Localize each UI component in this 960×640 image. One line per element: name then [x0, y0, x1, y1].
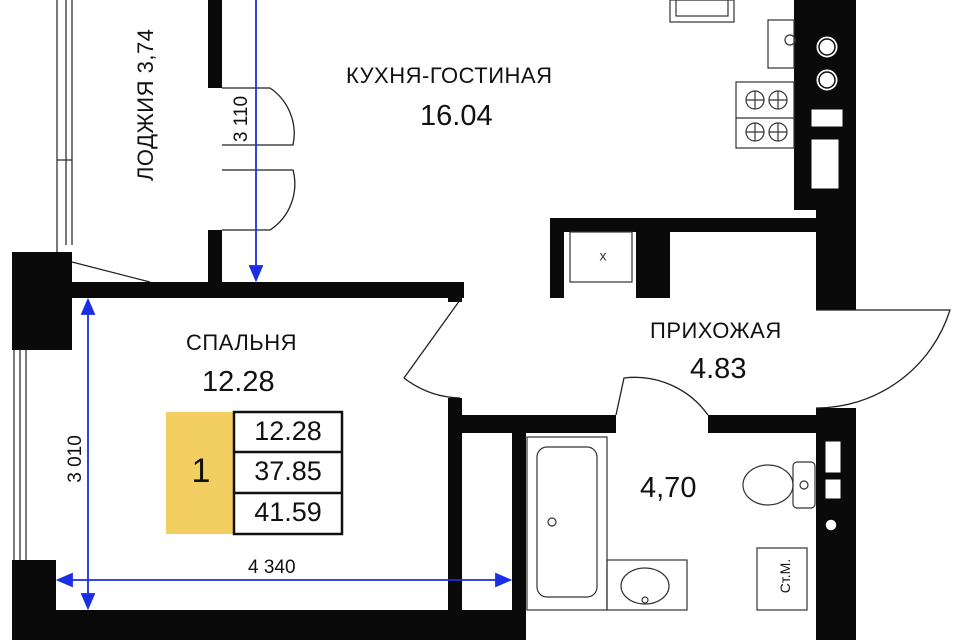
wall-left-upper	[12, 252, 72, 350]
door-bathroom	[615, 376, 709, 416]
loggia-name: ЛОДЖИЯ 3,74	[133, 28, 158, 181]
bathtub	[526, 436, 608, 611]
toilet	[742, 461, 816, 509]
washer-label: Ст.М.	[777, 558, 793, 594]
wall-bottom	[56, 610, 516, 640]
kitchen-sink	[669, 0, 735, 23]
kitchen-fixtures: x	[569, 0, 796, 283]
wall-loggia-lower	[208, 230, 222, 282]
washer-box	[756, 547, 808, 611]
wall-bedroom-top	[56, 282, 464, 298]
bedroom-name: СПАЛЬНЯ	[186, 330, 298, 355]
doors	[222, 87, 951, 416]
svg-text:x: x	[600, 248, 607, 264]
bathroom-fixtures	[526, 436, 816, 611]
wall-bath-top-right	[708, 415, 828, 433]
wall-left-lower	[12, 560, 56, 640]
summary-room-count: 1	[191, 452, 211, 490]
dim-bedroom-width: 4 340	[248, 557, 296, 578]
summary-area-with-loggia: 41.59	[254, 497, 322, 527]
door-entrance	[815, 309, 951, 409]
wall-bedroom-right-stub	[448, 282, 462, 302]
wall-corridor	[448, 415, 616, 433]
kitchen-area: 16.04	[420, 100, 493, 132]
kitchen-name: КУХНЯ-ГОСТИНАЯ	[346, 63, 553, 88]
cabinet	[767, 19, 795, 69]
wall-niche-left	[550, 218, 564, 298]
wall-bath-left	[512, 415, 526, 640]
wall-right-mid	[816, 210, 856, 310]
wall-loggia-upper	[208, 0, 222, 88]
door-bedroom	[403, 299, 461, 399]
niche-box	[569, 231, 633, 283]
walls	[12, 0, 856, 640]
bathroom-area: 4,70	[640, 472, 697, 504]
stove	[735, 81, 795, 149]
wall-bedroom-right-lower	[448, 398, 462, 640]
bedroom-area: 12.28	[202, 366, 275, 398]
summary-count-cell	[166, 412, 236, 534]
loggia-frame	[56, 0, 151, 283]
dimension-lines	[55, 0, 513, 611]
summary-total-area: 37.85	[254, 456, 322, 486]
dim-loggia-width: 3 110	[231, 95, 252, 143]
bedroom-window	[13, 350, 27, 560]
wall-hall-top	[656, 218, 816, 232]
summary-table	[166, 410, 344, 536]
door-loggia	[222, 87, 295, 146]
dim-bedroom-height: 3 010	[65, 435, 86, 483]
summary-living-area: 12.28	[254, 416, 322, 446]
washbasin	[606, 559, 688, 611]
hall-name: ПРИХОЖАЯ	[650, 318, 782, 343]
hall-area: 4.83	[690, 353, 747, 385]
